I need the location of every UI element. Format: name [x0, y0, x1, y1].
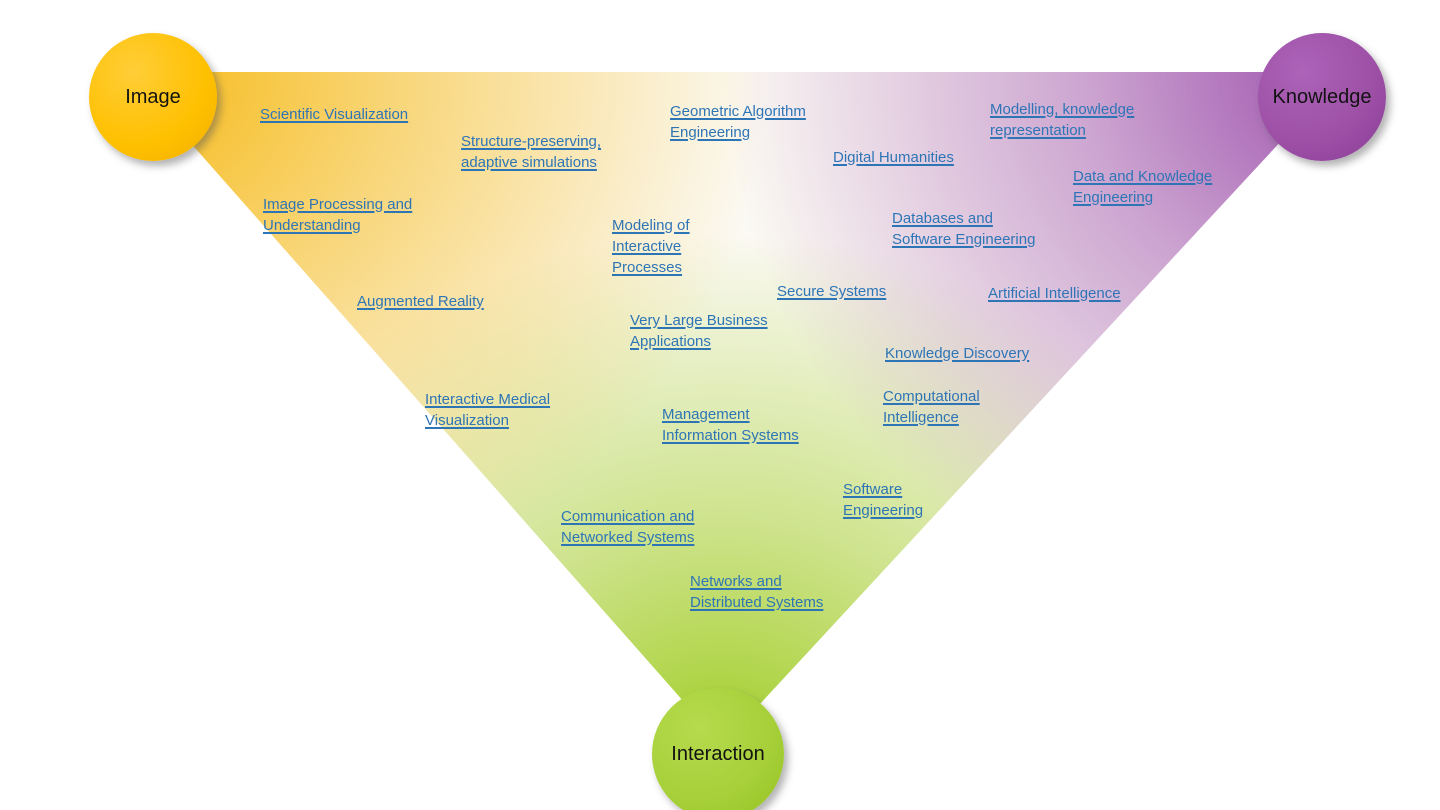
topic-link-software-engineering[interactable]: Software Engineering: [843, 481, 924, 519]
vertex-knowledge-label: Knowledge: [1272, 85, 1372, 108]
vertex-interaction-label: Interaction: [671, 742, 765, 765]
topic-link-communication-and-networked-systems[interactable]: Communication and Networked Systems: [561, 508, 695, 546]
vertex-image-circle: Image: [89, 33, 217, 161]
vertex-image-label: Image: [125, 85, 181, 108]
topic-link-artificial-intelligence[interactable]: Artificial Intelligence: [988, 285, 1121, 302]
topic-link-interactive-medical-visualization[interactable]: Interactive Medical Visualization: [425, 391, 551, 429]
topic-link-computational-intelligence[interactable]: Computational Intelligence: [883, 388, 980, 426]
topic-link-augmented-reality[interactable]: Augmented Reality: [357, 293, 484, 310]
topic-link-digital-humanities[interactable]: Digital Humanities: [833, 149, 954, 166]
topic-link-modeling-of-interactive-processes[interactable]: Modeling of Interactive Processes: [612, 217, 690, 276]
topic-link-data-and-knowledge-engineering[interactable]: Data and Knowledge Engineering: [1073, 168, 1213, 206]
topic-link-networks-and-distributed-systems[interactable]: Networks and Distributed Systems: [690, 573, 824, 611]
topic-link-image-processing-and-understanding[interactable]: Image Processing and Understanding: [263, 196, 413, 234]
topic-link-scientific-visualization[interactable]: Scientific Visualization: [260, 106, 409, 123]
topic-link-knowledge-discovery[interactable]: Knowledge Discovery: [885, 345, 1030, 362]
vertex-interaction-circle: Interaction: [652, 688, 784, 810]
topic-link-very-large-business-applications[interactable]: Very Large Business Applications: [630, 312, 768, 350]
topic-link-databases-and-software-engineering[interactable]: Databases and Software Engineering: [892, 210, 1036, 248]
topic-link-secure-systems[interactable]: Secure Systems: [777, 283, 887, 300]
vertex-knowledge-circle: Knowledge: [1258, 33, 1386, 161]
topic-link-management-information-systems[interactable]: Management Information Systems: [662, 406, 799, 444]
topic-link-geometric-algorithm-engineering[interactable]: Geometric Algorithm Engineering: [670, 103, 806, 141]
topic-link-modelling-knowledge-representation[interactable]: Modelling, knowledge representation: [990, 101, 1135, 139]
topic-link-structure-preserving-adaptive-simulations[interactable]: Structure-preserving, adaptive simulatio…: [461, 133, 602, 171]
